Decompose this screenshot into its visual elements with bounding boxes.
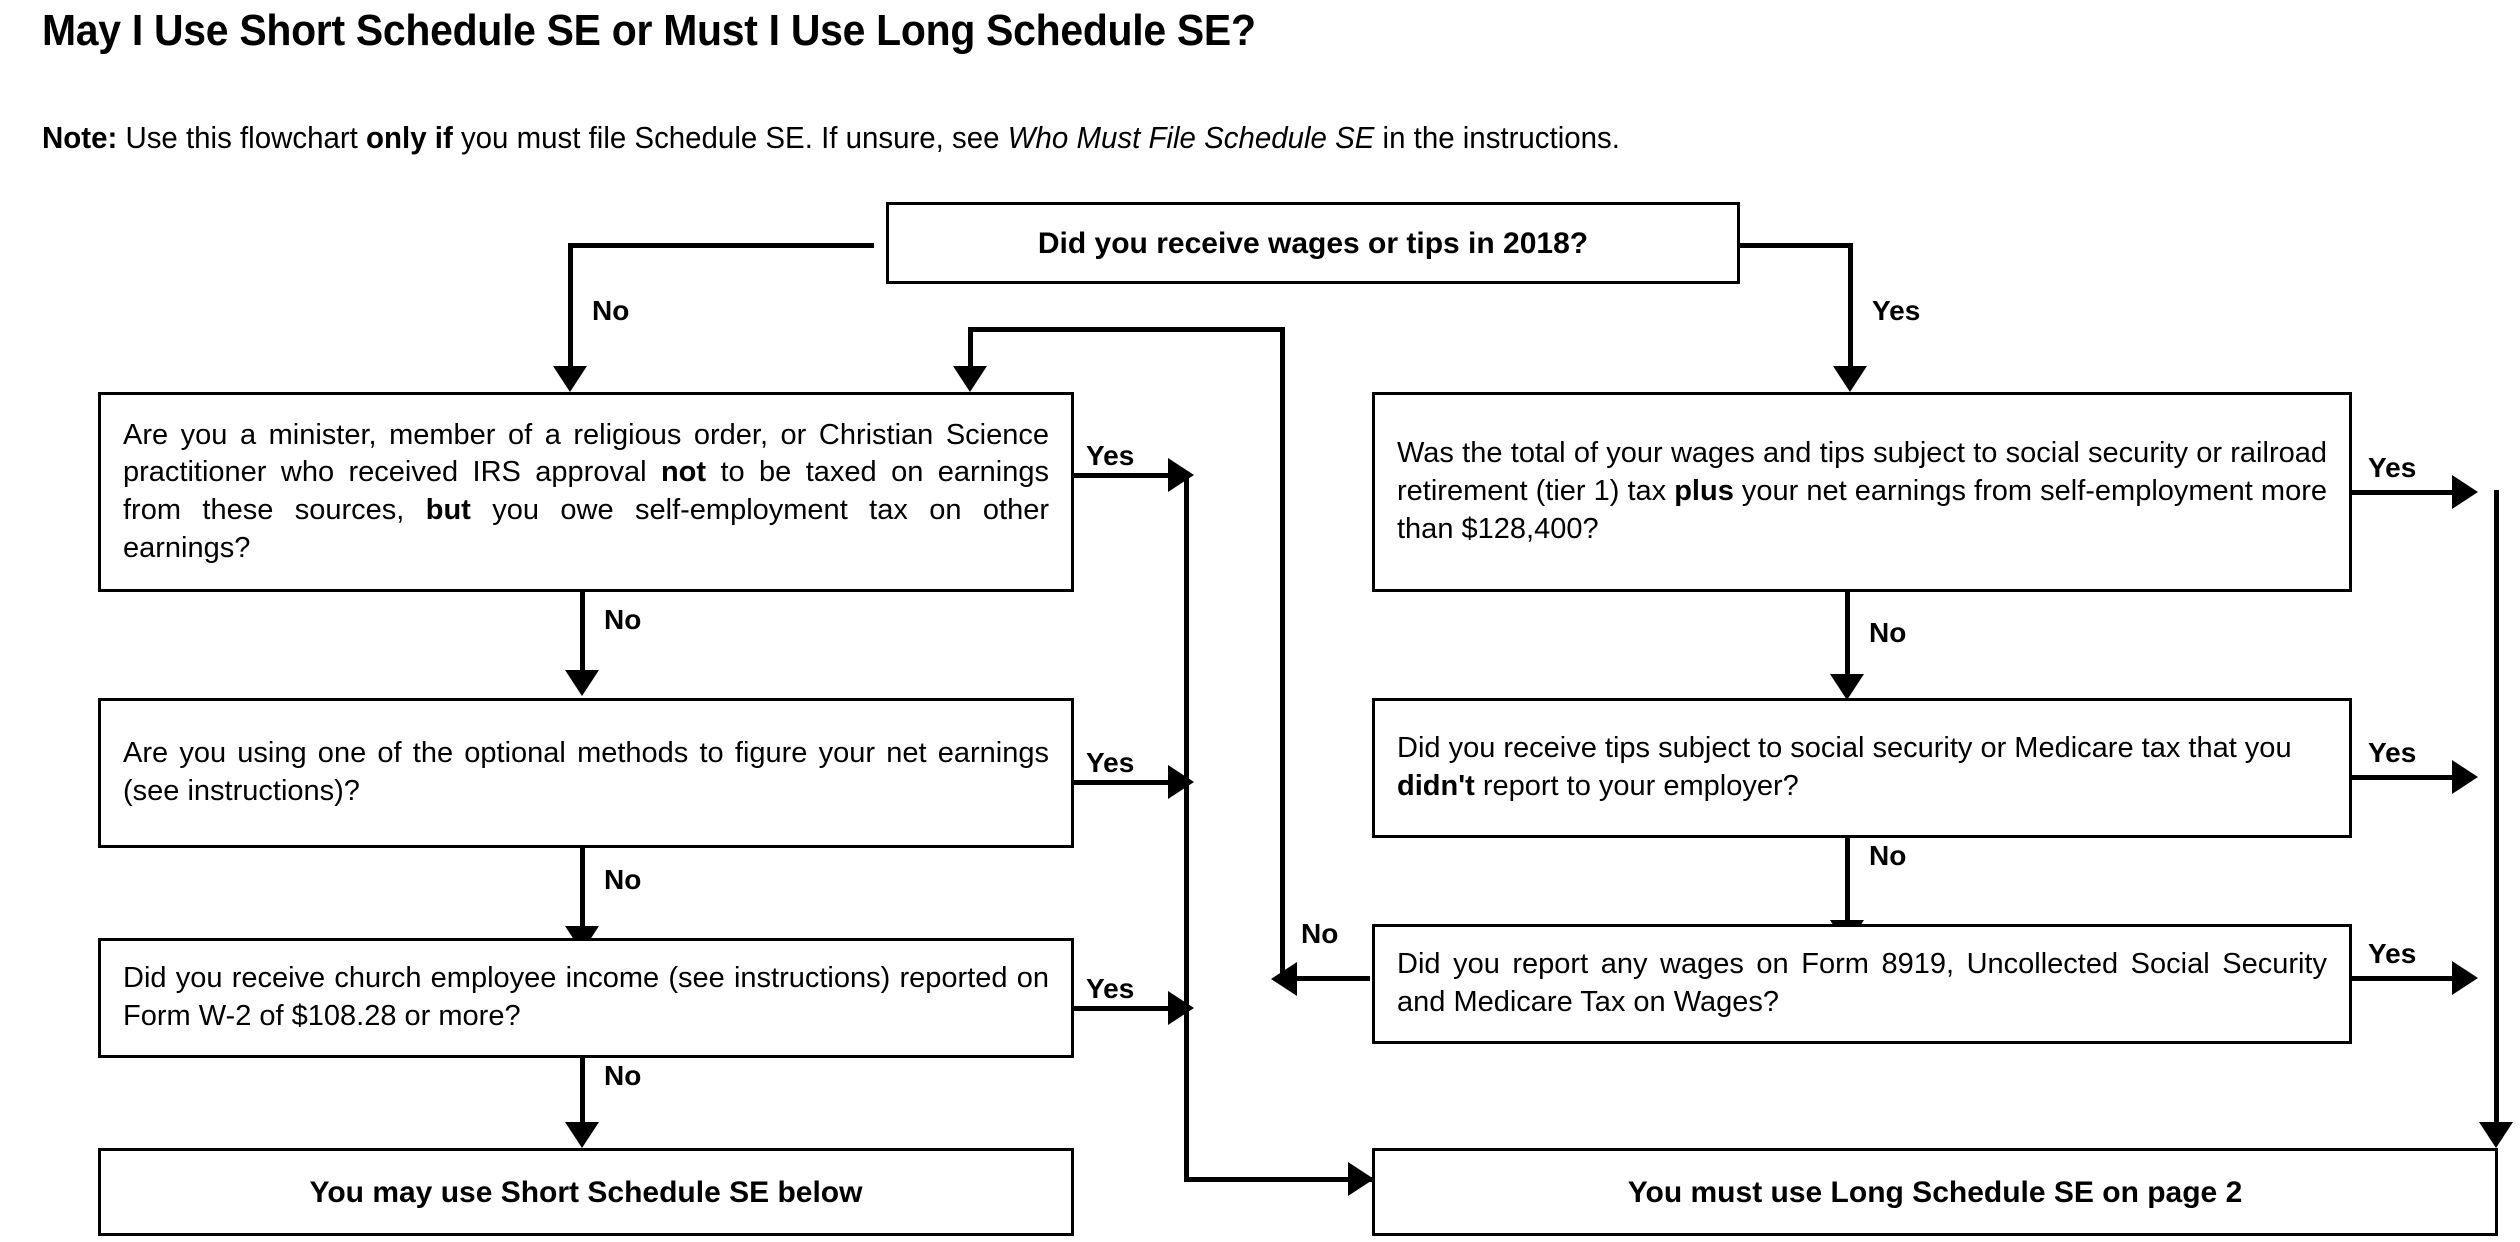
- connector-top-yes-vertical: [1848, 243, 1853, 371]
- box-outcome-long-schedule[interactable]: You must use Long Schedule SE on page 2: [1372, 1148, 2498, 1236]
- page-title: May I Use Short Schedule SE or Must I Us…: [42, 6, 1256, 55]
- arrow-r1-no: [1830, 674, 1864, 700]
- box-outcome-short-schedule[interactable]: You may use Short Schedule SE below: [98, 1148, 1074, 1236]
- connector-top-no-vertical: [568, 243, 573, 371]
- label-r1-yes: Yes: [2368, 452, 2417, 483]
- box-question-form-8919[interactable]: Did you report any wages on Form 8919, U…: [1372, 924, 2352, 1044]
- threshold-bold-plus: plus: [1674, 475, 1734, 508]
- box-question-wage-threshold-text: Was the total of your wages and tips sub…: [1375, 435, 2349, 548]
- connector-l3-no-vertical: [580, 1058, 585, 1130]
- connector-l2-no-vertical: [580, 848, 585, 930]
- arrow-l3-yes: [1168, 991, 1194, 1025]
- box-question-minister[interactable]: Are you a minister, member of a religiou…: [98, 392, 1074, 592]
- box-question-wage-threshold[interactable]: Was the total of your wages and tips sub…: [1372, 392, 2352, 592]
- arrow-l2-yes: [1168, 765, 1194, 799]
- arrow-top-yes: [1833, 366, 1867, 392]
- threshold-text-1: Was the total of your wages and tips sub…: [1397, 437, 2327, 508]
- connector-l2-yes-horizontal: [1072, 780, 1184, 785]
- connector-feedback-vertical: [1280, 327, 1285, 981]
- note-text-1: Use this flowchart: [117, 120, 367, 155]
- minister-bold-but: but: [425, 494, 471, 526]
- minister-bold-not: not: [660, 456, 707, 489]
- box-question-church-income-text: Did you receive church employee income (…: [123, 962, 1049, 1032]
- arrow-l3-no: [565, 1122, 599, 1148]
- connector-middle-collector-horizontal: [1184, 1177, 1374, 1182]
- arrow-feedback-into-left1: [953, 366, 987, 392]
- box-question-wages-tips-text: Did you receive wages or tips in 2018?: [1037, 226, 1589, 260]
- label-r1-no: No: [1869, 617, 1907, 648]
- box-question-wages-tips[interactable]: Did you receive wages or tips in 2018?: [886, 202, 1740, 284]
- tips-text-2: report to your employer?: [1474, 770, 1799, 802]
- label-l2-yes: Yes: [1086, 747, 1135, 778]
- label-l3-yes: Yes: [1086, 973, 1135, 1004]
- arrow-l1-no: [565, 670, 599, 696]
- connector-r2-yes-horizontal: [2352, 775, 2464, 780]
- box-question-optional-methods-text: Are you using one of the optional method…: [123, 737, 1049, 807]
- connector-feedback-horizontal-low: [1280, 976, 1370, 981]
- label-r2-no: No: [1869, 840, 1907, 871]
- connector-l1-no-vertical: [580, 592, 585, 674]
- arrow-r1-yes: [2452, 475, 2478, 509]
- note-label: Note:: [42, 120, 118, 155]
- threshold-text-2: your net earnings from self-employment m…: [1397, 475, 2327, 545]
- connector-l3-yes-horizontal: [1072, 1006, 1184, 1011]
- label-l1-no: No: [604, 604, 642, 635]
- label-l1-yes: Yes: [1086, 440, 1135, 471]
- arrow-top-no: [553, 366, 587, 392]
- label-top-no: No: [592, 295, 630, 326]
- connector-top-yes-horizontal: [1738, 243, 1853, 248]
- connector-r1-no-vertical: [1845, 592, 1850, 678]
- arrow-feedback-no: [1271, 962, 1297, 996]
- box-outcome-long-schedule-text: You must use Long Schedule SE on page 2: [1627, 1175, 2243, 1209]
- connector-r1-yes-horizontal: [2352, 490, 2464, 495]
- connector-feedback-horizontal-top: [968, 327, 1285, 332]
- box-question-unreported-tips-text: Did you receive tips subject to social s…: [1375, 730, 2349, 805]
- box-question-unreported-tips[interactable]: Did you receive tips subject to social s…: [1372, 698, 2352, 838]
- label-l2-no: No: [604, 864, 642, 895]
- tips-bold-didnt: didn't: [1397, 770, 1475, 802]
- minister-text-3: you owe self-employment tax on other ear…: [123, 494, 1049, 564]
- connector-right-collector-vertical: [2494, 490, 2499, 1132]
- minister-text-2: to be taxed on earnings from these sourc…: [123, 456, 1049, 526]
- arrow-middle-into-out-long: [1348, 1162, 1374, 1196]
- connector-r2-no-vertical: [1845, 838, 1850, 924]
- note-bold-only-if: only if: [366, 120, 453, 155]
- box-question-form-8919-text: Did you report any wages on Form 8919, U…: [1397, 948, 2327, 1018]
- tips-text-1: Did you receive tips subject to social s…: [1397, 732, 2292, 765]
- connector-feedback-down: [968, 327, 973, 371]
- arrow-right-into-out-long: [2479, 1122, 2513, 1148]
- note-line: Note: Use this flowchart only if you mus…: [42, 120, 1620, 156]
- label-r3-yes: Yes: [2368, 938, 2417, 969]
- box-question-church-income[interactable]: Did you receive church employee income (…: [98, 938, 1074, 1058]
- label-r3-no: No: [1301, 918, 1339, 949]
- label-l3-no: No: [604, 1060, 642, 1091]
- note-text-3: in the instructions.: [1374, 120, 1620, 155]
- arrow-r3-yes: [2452, 961, 2478, 995]
- box-outcome-short-schedule-text: You may use Short Schedule SE below: [309, 1175, 863, 1209]
- connector-r3-yes-horizontal: [2352, 976, 2464, 981]
- arrow-r2-yes: [2452, 760, 2478, 794]
- label-r2-yes: Yes: [2368, 737, 2417, 768]
- note-text-2: you must file Schedule SE. If unsure, se…: [452, 120, 1008, 155]
- minister-text-1: Are you a minister, member of a religiou…: [123, 418, 1049, 489]
- connector-middle-collector-vertical: [1184, 473, 1189, 1182]
- label-top-yes: Yes: [1872, 295, 1921, 326]
- connector-l1-yes-horizontal: [1072, 473, 1184, 478]
- box-question-minister-text: Are you a minister, member of a religiou…: [101, 417, 1071, 568]
- arrow-l1-yes: [1168, 458, 1194, 492]
- box-question-optional-methods[interactable]: Are you using one of the optional method…: [98, 698, 1074, 848]
- connector-top-no-horizontal: [568, 243, 874, 248]
- note-italic-who-must-file: Who Must File Schedule SE: [1007, 120, 1375, 155]
